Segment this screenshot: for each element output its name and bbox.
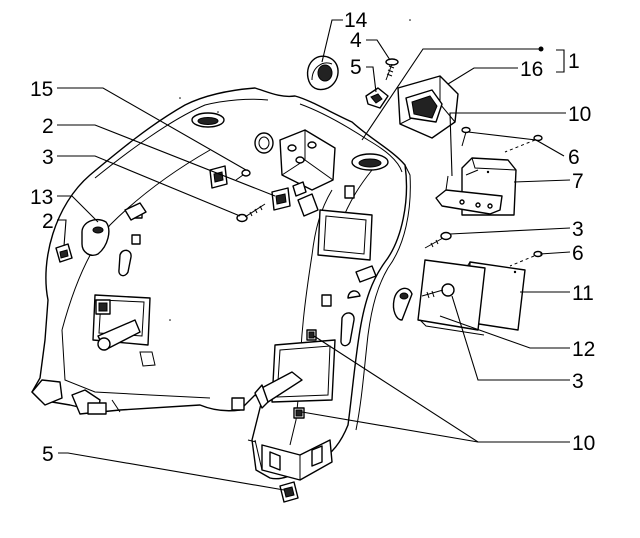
callout-15: 15 [30,78,53,101]
part-6-screw-lower [509,250,543,267]
callout-4: 4 [350,29,362,52]
callout-7: 7 [572,170,584,193]
part-3-screw-middle [424,231,452,249]
part-5-clip-nut-upper [365,87,389,109]
callout-13: 13 [30,186,53,209]
part-16-socket-cover [397,75,459,139]
part-latch [392,287,413,321]
callout-6-lower: 6 [572,242,584,265]
part-6-screws-upper [461,126,543,153]
callout-2-left: 2 [42,210,54,233]
callout-16: 16 [520,58,543,81]
leader-lines [57,19,571,491]
callout-6-upper: 6 [568,146,580,169]
callout-14: 14 [344,9,368,32]
callout-3-upper: 3 [42,146,54,169]
callout-1: 1 [568,50,580,73]
callout-5-upper: 5 [350,56,362,79]
part-4-screw [385,58,399,81]
callout-3-lower: 3 [572,370,584,393]
part-2-nut-left [55,243,73,263]
part-13-side-clip [81,218,110,256]
callout-2-upper: 2 [42,115,54,138]
callouts: 14 4 5 16 1 15 10 2 6 3 7 13 3 2 6 11 12… [30,9,595,466]
callout-5-lower: 5 [42,443,54,466]
part-10-hinge-bracket [435,175,503,215]
part-5-clip-nut-lower [279,481,299,503]
part-2-clip-upper [271,181,319,217]
callout-3-middle: 3 [572,218,584,241]
callout-12: 12 [572,338,595,361]
part-12-plate [417,259,486,336]
callout-11: 11 [572,282,594,305]
inner-shield-panel [31,19,411,481]
callout-10-lower: 10 [572,432,595,455]
part-14-grommet [306,55,339,91]
callout-10-upper: 10 [568,103,591,126]
part-3-screw-lower [421,283,455,299]
